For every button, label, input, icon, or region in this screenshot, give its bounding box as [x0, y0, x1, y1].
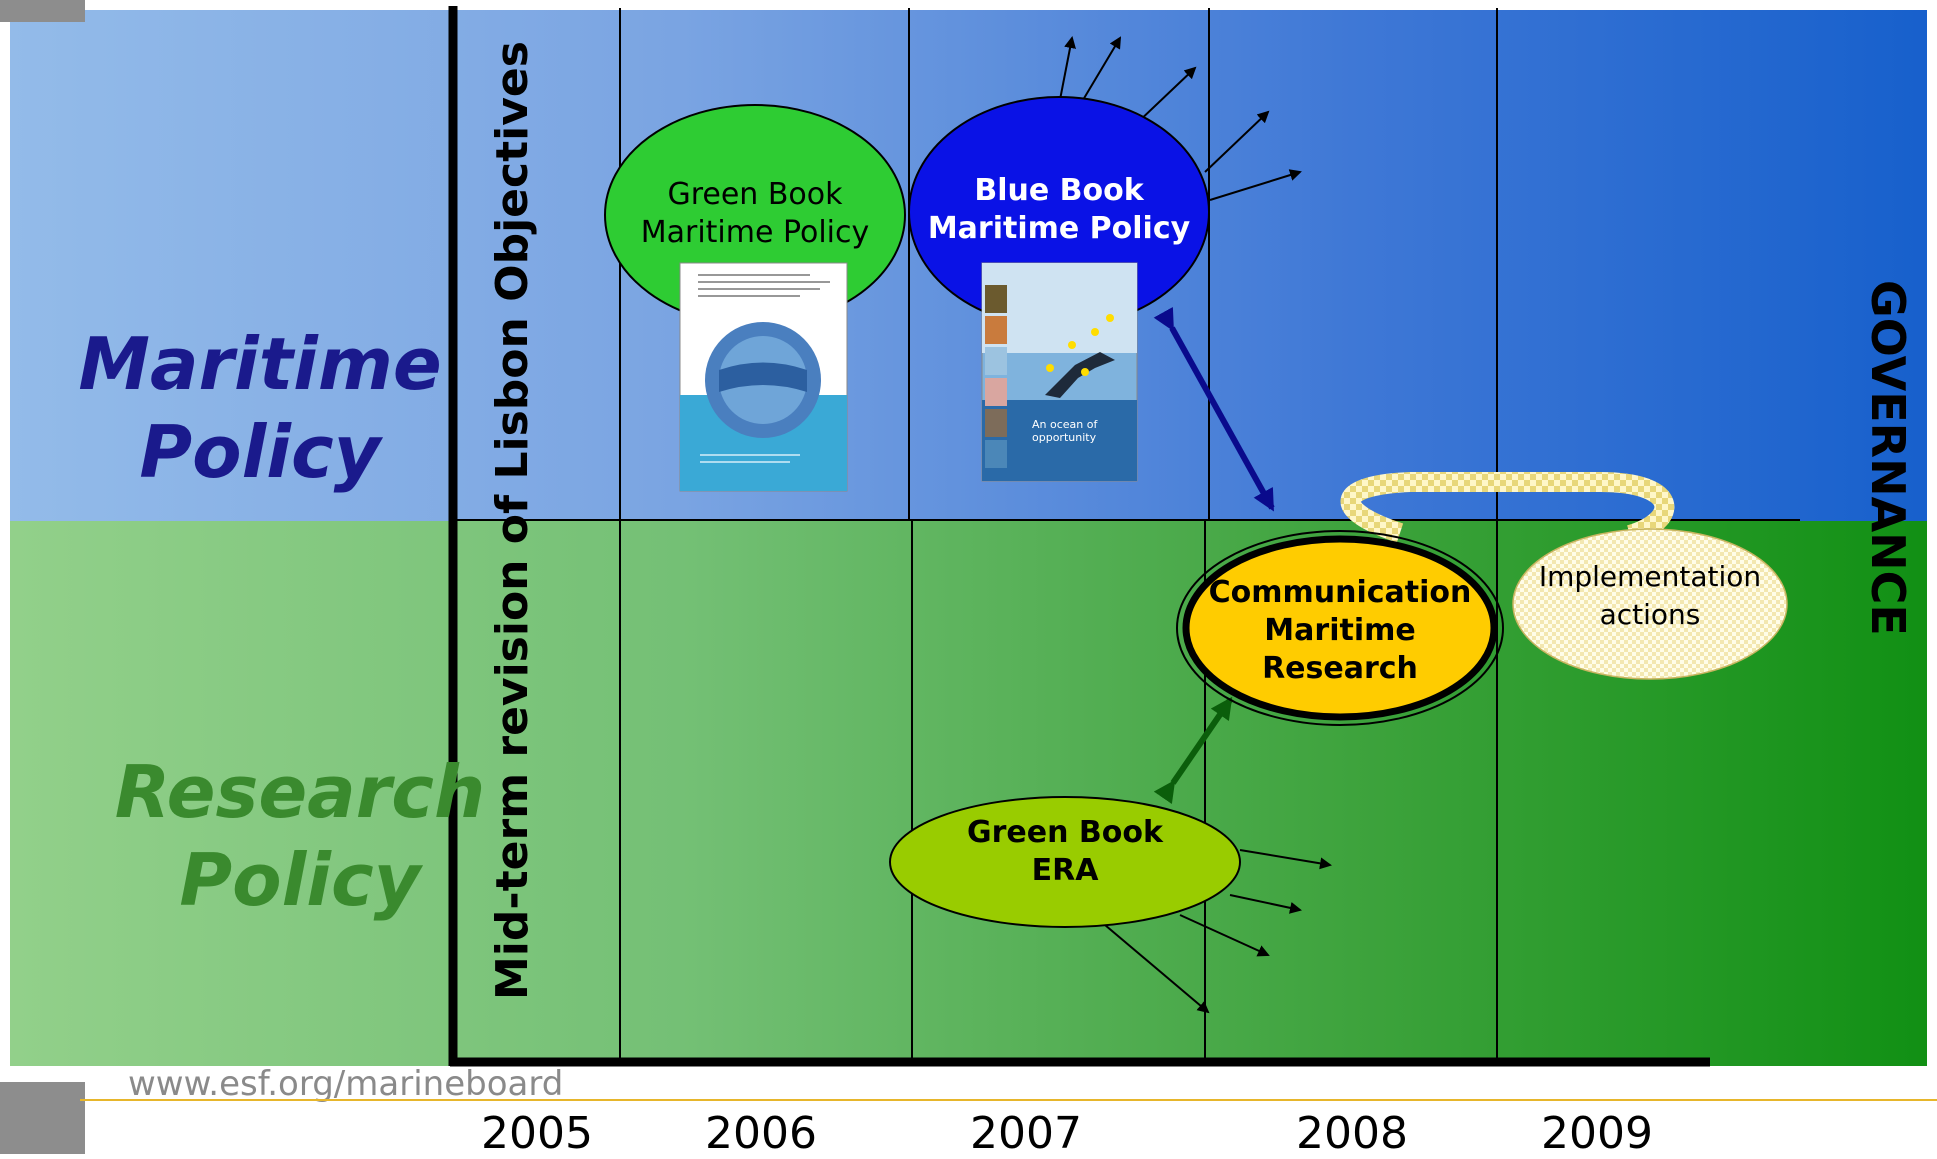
year-label-2008: 2008 [1296, 1108, 1408, 1159]
maritime-label-line1: Maritime [78, 322, 442, 406]
blue-book-maritime-line2: Maritime Policy [927, 211, 1191, 246]
era-outgoing-arrows [1104, 849, 1332, 1014]
implementation-line2: actions [1599, 598, 1701, 631]
year-label-2009: 2009 [1541, 1108, 1653, 1159]
blue-book-outgoing-arrows [1057, 36, 1302, 201]
side-bar-bottom [0, 1082, 85, 1154]
green-book-maritime-text: Green Book Maritime Policy [620, 176, 890, 252]
footer-divider [80, 1099, 1937, 1101]
year-label-2006: 2006 [705, 1108, 817, 1159]
green-book-era-line2: ERA [1031, 853, 1099, 888]
maritime-policy-label: Maritime Policy [40, 320, 480, 496]
implementation-line1: Implementation [1538, 560, 1762, 593]
research-label-line1: Research [114, 750, 486, 834]
blue-book-cover-caption: An ocean of opportunity [1032, 418, 1098, 444]
governance-loop [1340, 472, 1675, 545]
year-label-2005: 2005 [481, 1108, 593, 1159]
blue-book-maritime-text: Blue Book Maritime Policy [914, 172, 1204, 248]
communication-ellipse [1182, 535, 1498, 721]
green-book-era-ellipse [889, 796, 1241, 928]
lisbon-objectives-label: Mid-term revision of Lisbon Objectives [487, 41, 538, 1000]
side-bar-top [0, 0, 85, 22]
maritime-label-line2: Policy [139, 410, 381, 494]
governance-label: GOVERNANCE [1861, 280, 1915, 636]
blue-book-maritime-line1: Blue Book [974, 173, 1144, 208]
communication-ellipse-outline [1176, 530, 1504, 726]
green-book-maritime-line2: Maritime Policy [640, 215, 870, 250]
research-label-line2: Policy [179, 838, 421, 922]
implementation-ellipse [1512, 528, 1788, 680]
green-book-maritime-line1: Green Book [667, 177, 843, 212]
research-policy-label: Research Policy [100, 748, 500, 924]
year-label-2007: 2007 [970, 1108, 1082, 1159]
green-book-era-text: Green Book ERA [920, 814, 1210, 890]
era-to-communication-arrow [1153, 696, 1233, 805]
green-book-cover-image [679, 262, 848, 492]
green-book-era-line1: Green Book [967, 815, 1163, 850]
blue-book-to-communication-arrow [1153, 306, 1275, 512]
implementation-text: Implementation actions [1520, 558, 1780, 634]
communication-line2: Maritime Research [1262, 613, 1418, 686]
footer-url: www.esf.org/marineboard [128, 1064, 564, 1104]
communication-text: Communication Maritime Research [1190, 574, 1490, 688]
blue-book-cover-image [981, 262, 1138, 482]
communication-line1: Communication [1208, 575, 1472, 610]
